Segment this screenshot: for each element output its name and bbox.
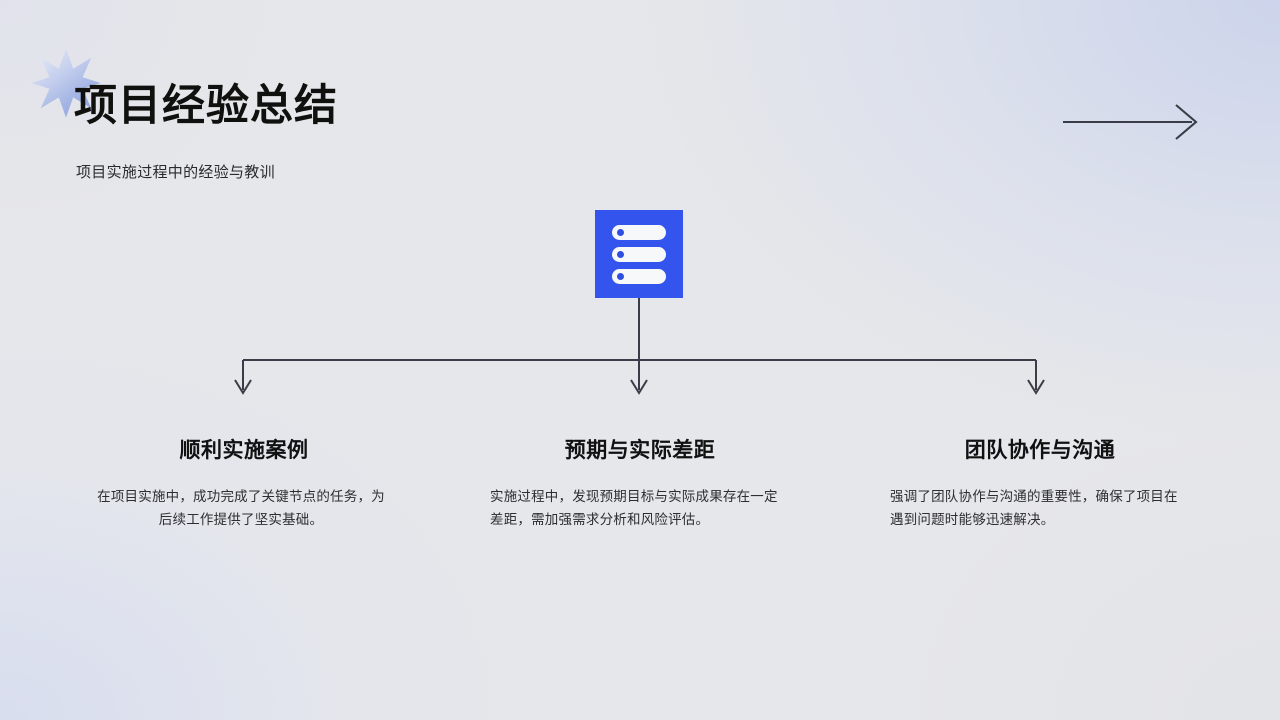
page-subtitle: 项目实施过程中的经验与教训 xyxy=(76,164,275,181)
list-rows-icon[interactable] xyxy=(595,210,683,298)
list-row-dot-icon xyxy=(617,250,624,258)
list-row-3 xyxy=(612,268,666,284)
eight-point-star-icon xyxy=(31,48,101,118)
list-row-dot-icon xyxy=(617,228,624,236)
list-row-dot-icon xyxy=(617,272,624,280)
column-body: 实施过程中，发现预期目标与实际成果存在一定差距，需加强需求分析和风险评估。 xyxy=(490,489,778,528)
tree-connector xyxy=(234,298,1045,395)
column-title: 团队协作与沟通 xyxy=(964,439,1116,462)
long-right-arrow-icon xyxy=(1063,104,1198,140)
column-item-3: 团队协作与沟通 强调了团队协作与沟通的重要性，确保了项目在遇到问题时能够迅速解决… xyxy=(890,438,1190,531)
column-title: 顺利实施案例 xyxy=(179,439,309,462)
column-item-2: 预期与实际差距 实施过程中，发现预期目标与实际成果存在一定差距，需加强需求分析和… xyxy=(490,438,790,531)
columns-container: 顺利实施案例 在项目实施中，成功完成了关键节点的任务，为后续工作提供了坚实基础。… xyxy=(0,438,1280,618)
column-body: 在项目实施中，成功完成了关键节点的任务，为后续工作提供了坚实基础。 xyxy=(97,489,385,528)
column-title: 预期与实际差距 xyxy=(564,439,716,462)
list-row-1 xyxy=(612,224,666,240)
list-row-2 xyxy=(612,246,666,262)
column-body: 强调了团队协作与沟通的重要性，确保了项目在遇到问题时能够迅速解决。 xyxy=(890,489,1178,528)
page-title: 项目经验总结 xyxy=(74,82,338,130)
column-item-1: 顺利实施案例 在项目实施中，成功完成了关键节点的任务，为后续工作提供了坚实基础。 xyxy=(94,438,394,531)
